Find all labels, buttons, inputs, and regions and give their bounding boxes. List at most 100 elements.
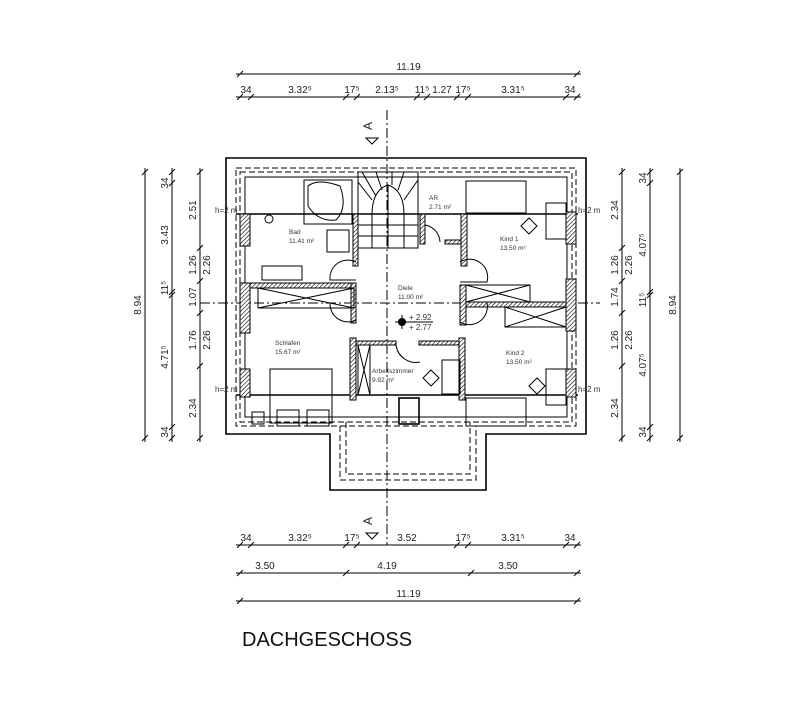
headroom-label: h=2 m xyxy=(215,206,238,215)
dimension-tick xyxy=(141,168,149,176)
room-area-kind2: 13.50 m² xyxy=(506,359,532,366)
dimension-tick xyxy=(236,541,244,549)
dimension-label: 2.26 xyxy=(624,330,635,350)
dimension-tick xyxy=(196,244,204,252)
dimension-label: 11⁵ xyxy=(638,293,649,308)
section-marker-top: A xyxy=(361,122,380,145)
dimension-label: 2.34 xyxy=(610,200,621,220)
dimension-tick xyxy=(247,541,255,549)
dimension-label: 1.26 xyxy=(188,255,199,275)
room-name-ar: AR xyxy=(429,195,438,202)
dimension-label: 1.27 xyxy=(432,85,452,96)
dimension-tick xyxy=(562,93,570,101)
room-name-schlafen: Schlafen xyxy=(275,340,301,347)
dimension-tick xyxy=(141,434,149,442)
dimension-label: 11⁵ xyxy=(160,281,171,296)
dimension-label: 2.34 xyxy=(188,398,199,418)
dimension-label: 1.76 xyxy=(188,330,199,350)
dimension-tick xyxy=(573,569,581,577)
svg-text:A: A xyxy=(361,517,375,525)
dimension-tick xyxy=(342,93,350,101)
dimension-label: 1.26 xyxy=(610,330,621,350)
headroom-label: h=2 m xyxy=(578,206,601,215)
dimension-tick xyxy=(618,362,626,370)
dimension-tick xyxy=(168,288,176,296)
dimension-tick xyxy=(196,434,204,442)
dimension-tick xyxy=(236,93,244,101)
dimension-tick xyxy=(196,168,204,176)
dimension-tick xyxy=(676,434,684,442)
dimension-tick xyxy=(168,168,176,176)
dimension-tick xyxy=(646,434,654,442)
dimension-label: 34 xyxy=(240,85,252,96)
dimension-tick xyxy=(196,309,204,317)
dimension-label: 8.94 xyxy=(133,295,144,315)
dimension-tick xyxy=(676,168,684,176)
headroom-label: h=2 m xyxy=(578,385,601,394)
dimension-label: 11.19 xyxy=(396,589,421,600)
dimension-tick xyxy=(573,541,581,549)
dimension-tick xyxy=(168,423,176,431)
dimension-tick xyxy=(353,541,361,549)
dimension-tick xyxy=(464,93,472,101)
dimension-label: 34 xyxy=(638,426,649,438)
room-name-kind2: Kind 2 xyxy=(506,350,525,357)
dimension-label: 4.07⁵ xyxy=(638,353,649,377)
dimension-tick xyxy=(573,597,581,605)
dimension-tick xyxy=(573,93,581,101)
dimension-tick xyxy=(562,541,570,549)
room-area-arbeitszimmer: 9.92 m² xyxy=(372,377,395,384)
dimension-tick xyxy=(464,541,472,549)
level-marker-icon xyxy=(395,315,433,329)
dimension-label: 34 xyxy=(638,172,649,184)
level-upper: + 2.92 xyxy=(409,313,432,322)
dimension-tick xyxy=(646,168,654,176)
dimension-label: 34 xyxy=(564,85,576,96)
room-labels: Bad 11.41 m² AR 2.71 m² Kind 1 13.50 m² … xyxy=(215,195,601,394)
dimension-tick xyxy=(453,541,461,549)
dimension-label: 2.34 xyxy=(610,398,621,418)
dimension-label: 3.32⁵ xyxy=(288,85,312,96)
dimension-tick xyxy=(342,541,350,549)
dimension-label: 17⁵ xyxy=(344,85,359,96)
dimension-label: 3.31⁵ xyxy=(501,85,525,96)
dimension-label: 34 xyxy=(240,533,252,544)
dimension-tick xyxy=(573,70,581,78)
dimension-label: 34 xyxy=(160,177,171,189)
dimension-tick xyxy=(618,277,626,285)
dimension-tick xyxy=(646,288,654,296)
dimension-tick xyxy=(646,179,654,187)
dimension-label: 2.26 xyxy=(202,330,213,350)
dimension-label: 8.94 xyxy=(668,295,679,315)
dimension-tick xyxy=(453,93,461,101)
room-name-diele: Diele xyxy=(398,285,413,292)
dimension-tick xyxy=(618,434,626,442)
headroom-label: h=2 m xyxy=(215,385,238,394)
walls xyxy=(239,171,577,427)
dimension-label: 3.31⁵ xyxy=(501,533,525,544)
room-name-bad: Bad xyxy=(289,229,301,236)
dimension-label: 3.32⁵ xyxy=(288,533,312,544)
room-area-kind1: 13.50 m² xyxy=(500,245,526,252)
dimension-label: 1.74 xyxy=(610,287,621,307)
dimension-label: 11.19 xyxy=(396,62,421,73)
room-area-schlafen: 15.67 m² xyxy=(275,349,301,356)
dimension-tick xyxy=(236,569,244,577)
dimension-tick xyxy=(342,569,350,577)
dimension-tick xyxy=(236,597,244,605)
dimension-tick xyxy=(618,244,626,252)
dimension-label: 1.26 xyxy=(610,255,621,275)
room-name-kind1: Kind 1 xyxy=(500,236,519,243)
dimension-label: 3.43 xyxy=(160,225,171,245)
dimension-tick xyxy=(618,309,626,317)
dimension-label: 17⁵ xyxy=(455,533,470,544)
dimension-label: 17⁵ xyxy=(344,533,359,544)
dimension-label: 4.19 xyxy=(377,561,397,572)
dimension-label: 2.26 xyxy=(202,255,213,275)
dimension-label: 3.50 xyxy=(255,561,275,572)
level-lower: + 2.77 xyxy=(409,323,432,332)
dimension-tick xyxy=(646,423,654,431)
dimension-label: 4.07⁵ xyxy=(638,233,649,257)
